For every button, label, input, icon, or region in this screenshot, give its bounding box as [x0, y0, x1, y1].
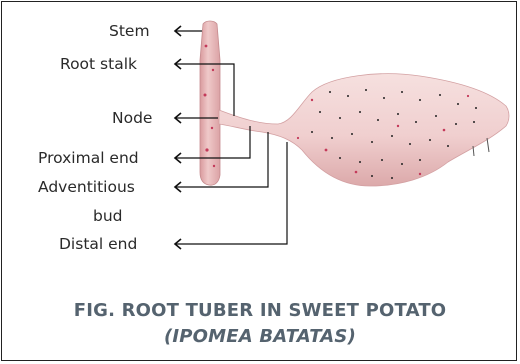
label-bud: bud	[93, 207, 123, 225]
arrow-heads	[175, 26, 181, 249]
stem-shape	[200, 21, 220, 185]
label-proximal-end: Proximal end	[38, 149, 139, 167]
tuber-shape	[219, 74, 509, 186]
label-root-stalk: Root stalk	[60, 55, 137, 73]
caption-title: FIG. ROOT TUBER IN SWEET POTATO	[0, 300, 520, 321]
label-stem: Stem	[109, 22, 150, 40]
caption-species: (IPOMEA BATATAS)	[0, 326, 520, 347]
label-node: Node	[112, 109, 152, 127]
label-adventitious: Adventitious	[38, 178, 135, 196]
leader-lines	[176, 31, 287, 244]
label-distal-end: Distal end	[59, 235, 137, 253]
